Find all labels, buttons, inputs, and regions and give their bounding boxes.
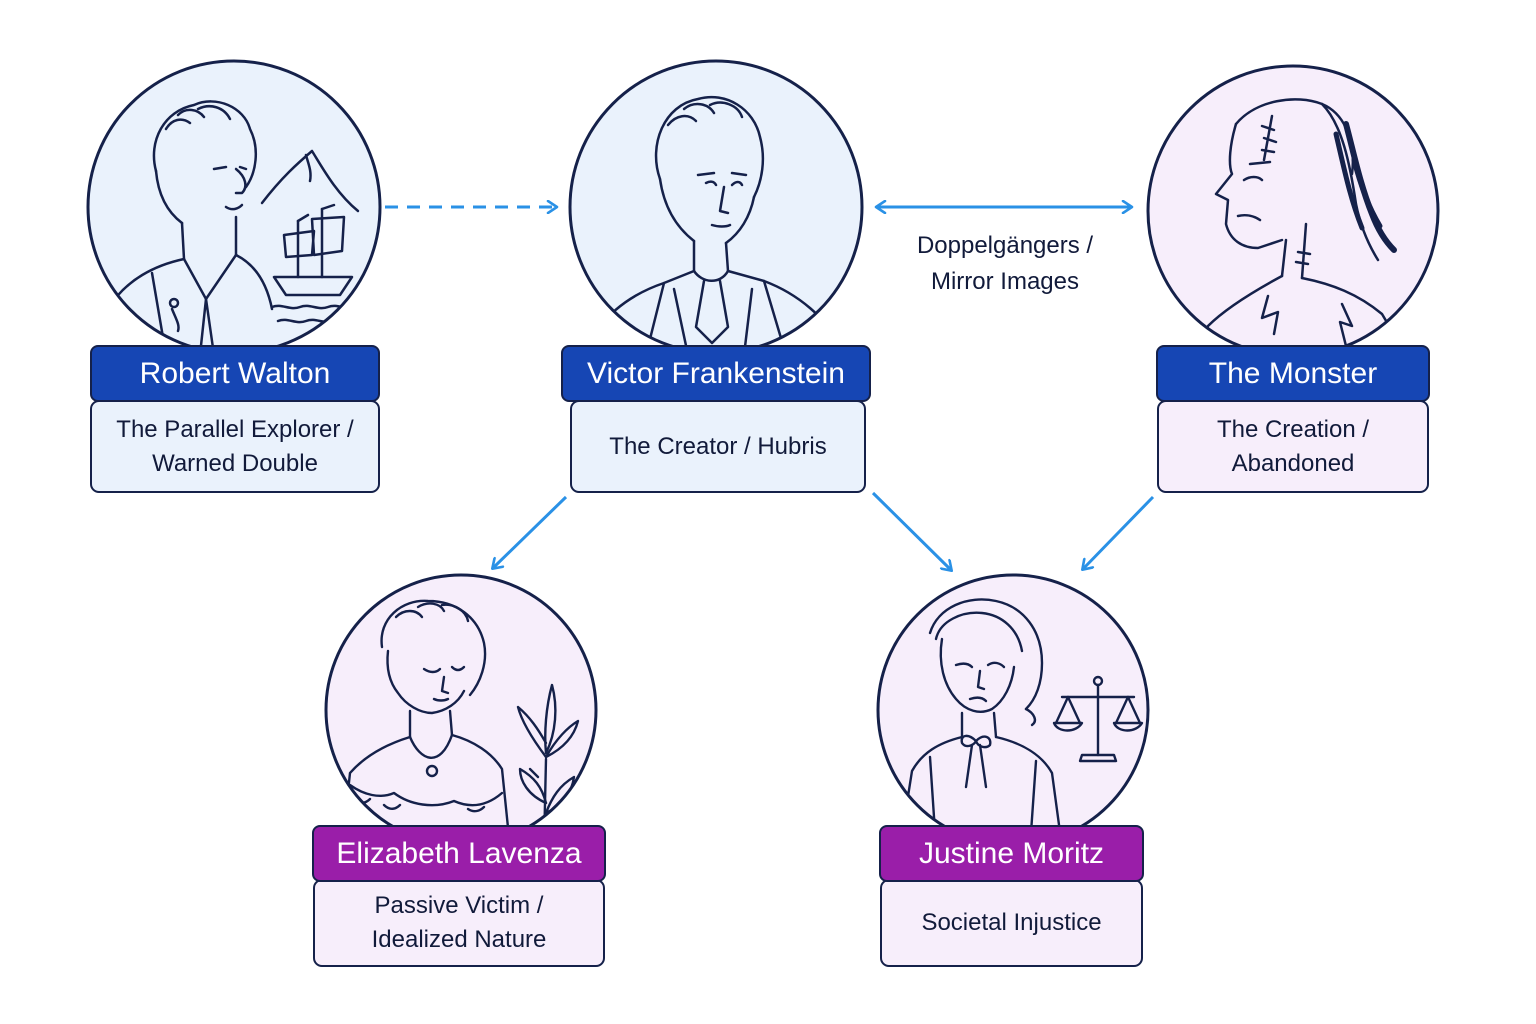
victor-desc-line-1: The Creator / Hubris	[609, 432, 827, 460]
monster-name-tab: The Monster	[1156, 345, 1430, 402]
arrow-victor-to-justine	[871, 491, 951, 570]
walton-portrait	[86, 59, 382, 355]
figure-silhouette-icon	[898, 598, 1064, 845]
walton-name-tab: Robert Walton	[90, 345, 380, 402]
figure-silhouette-icon	[1194, 98, 1410, 356]
arrow-victor-to-elizabeth	[493, 495, 568, 568]
walton-desc-line-2: Warned Double	[152, 449, 318, 477]
victor-portrait	[568, 59, 864, 355]
justine-portrait	[876, 573, 1150, 847]
lily-icon	[516, 683, 580, 845]
arrow-monster-to-justine	[1083, 495, 1155, 569]
elizabeth-portrait	[324, 573, 598, 847]
doppelganger-edge-label: Doppelgängers / Mirror Images	[880, 228, 1130, 300]
monster-portrait	[1146, 64, 1440, 358]
elizabeth-desc-line-1: Passive Victim /	[374, 892, 544, 919]
justine-description: Societal Injustice	[880, 879, 1143, 967]
victor-name-tab: Victor Frankenstein	[561, 345, 871, 402]
justine-name-tab: Justine Moritz	[879, 825, 1144, 882]
monster-desc-line-1: The Creation /	[1216, 415, 1370, 443]
justine-desc-line-1: Societal Injustice	[921, 909, 1102, 936]
edge-label-line-2: Mirror Images	[930, 268, 1080, 295]
edge-label-line-1: Doppelgängers /	[916, 232, 1094, 259]
figure-silhouette-icon	[340, 599, 512, 845]
walton-desc-line-1: The Parallel Explorer /	[116, 415, 354, 443]
elizabeth-desc-line-2: Idealized Nature	[371, 926, 547, 953]
elizabeth-description: Passive Victim / Idealized Nature	[313, 879, 605, 967]
elizabeth-name-tab: Elizabeth Lavenza	[312, 825, 606, 882]
figure-silhouette-icon	[94, 100, 274, 353]
victor-description: The Creator / Hubris	[570, 400, 866, 493]
walton-description: The Parallel Explorer / Warned Double	[90, 400, 380, 493]
scales-of-justice-icon	[1052, 675, 1144, 763]
monster-desc-line-2: Abandoned	[1231, 449, 1355, 477]
monster-description: The Creation / Abandoned	[1157, 400, 1429, 493]
